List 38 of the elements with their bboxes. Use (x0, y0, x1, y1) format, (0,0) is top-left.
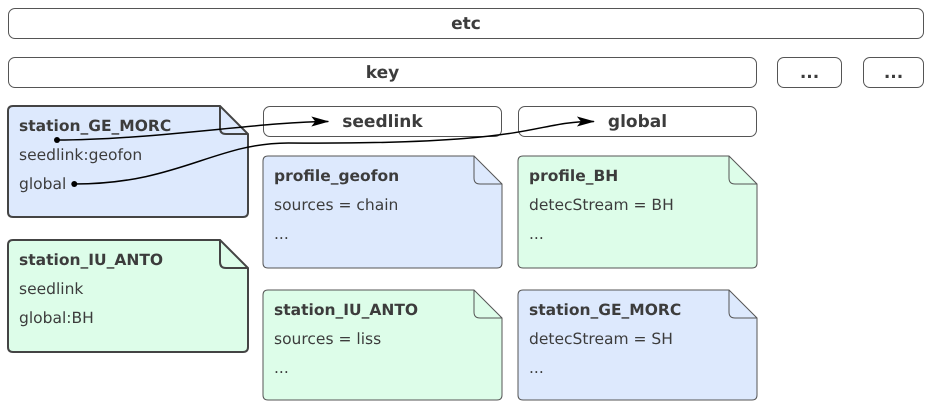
label-box (863, 57, 924, 88)
note-text: ... (529, 224, 544, 244)
note-title: profile_BH (529, 166, 620, 186)
label-box (263, 106, 502, 137)
note-text: detecStream = BH (529, 195, 674, 215)
note-text: seedlink (19, 279, 84, 299)
box-label: key (366, 62, 400, 82)
note-card (8, 106, 248, 217)
box-label: etc (451, 14, 481, 34)
note-title: station_IU_ANTO (274, 300, 420, 320)
box-label: ... (884, 62, 904, 82)
note-text: sources = liss (274, 329, 382, 349)
note-card (8, 240, 248, 352)
note-text: ... (274, 358, 289, 378)
note-title: station_GE_MORC (529, 300, 682, 320)
note-text: sources = chain (274, 195, 398, 215)
box-label: seedlink (342, 112, 423, 132)
label-box (777, 57, 842, 88)
note-text: global:BH (19, 308, 94, 328)
note-text: detecStream = SH (529, 329, 673, 349)
label-box (518, 106, 757, 137)
note-text: global (19, 174, 66, 194)
label-box (8, 8, 924, 39)
connector-arrow (54, 116, 330, 143)
note-card (263, 290, 502, 400)
note-card (518, 156, 757, 268)
note-title: station_IU_ANTO (19, 250, 164, 270)
note-title: profile_geofon (274, 166, 400, 186)
note-card (518, 290, 757, 400)
note-title: station_GE_MORC (19, 116, 172, 136)
box-label: global (608, 112, 668, 132)
connector-arrow (71, 117, 595, 187)
note-text: ... (274, 224, 289, 244)
note-card (263, 156, 502, 268)
box-label: ... (800, 62, 820, 82)
label-box (8, 57, 757, 88)
note-text: seedlink:geofon (19, 145, 142, 165)
note-text: ... (529, 358, 544, 378)
